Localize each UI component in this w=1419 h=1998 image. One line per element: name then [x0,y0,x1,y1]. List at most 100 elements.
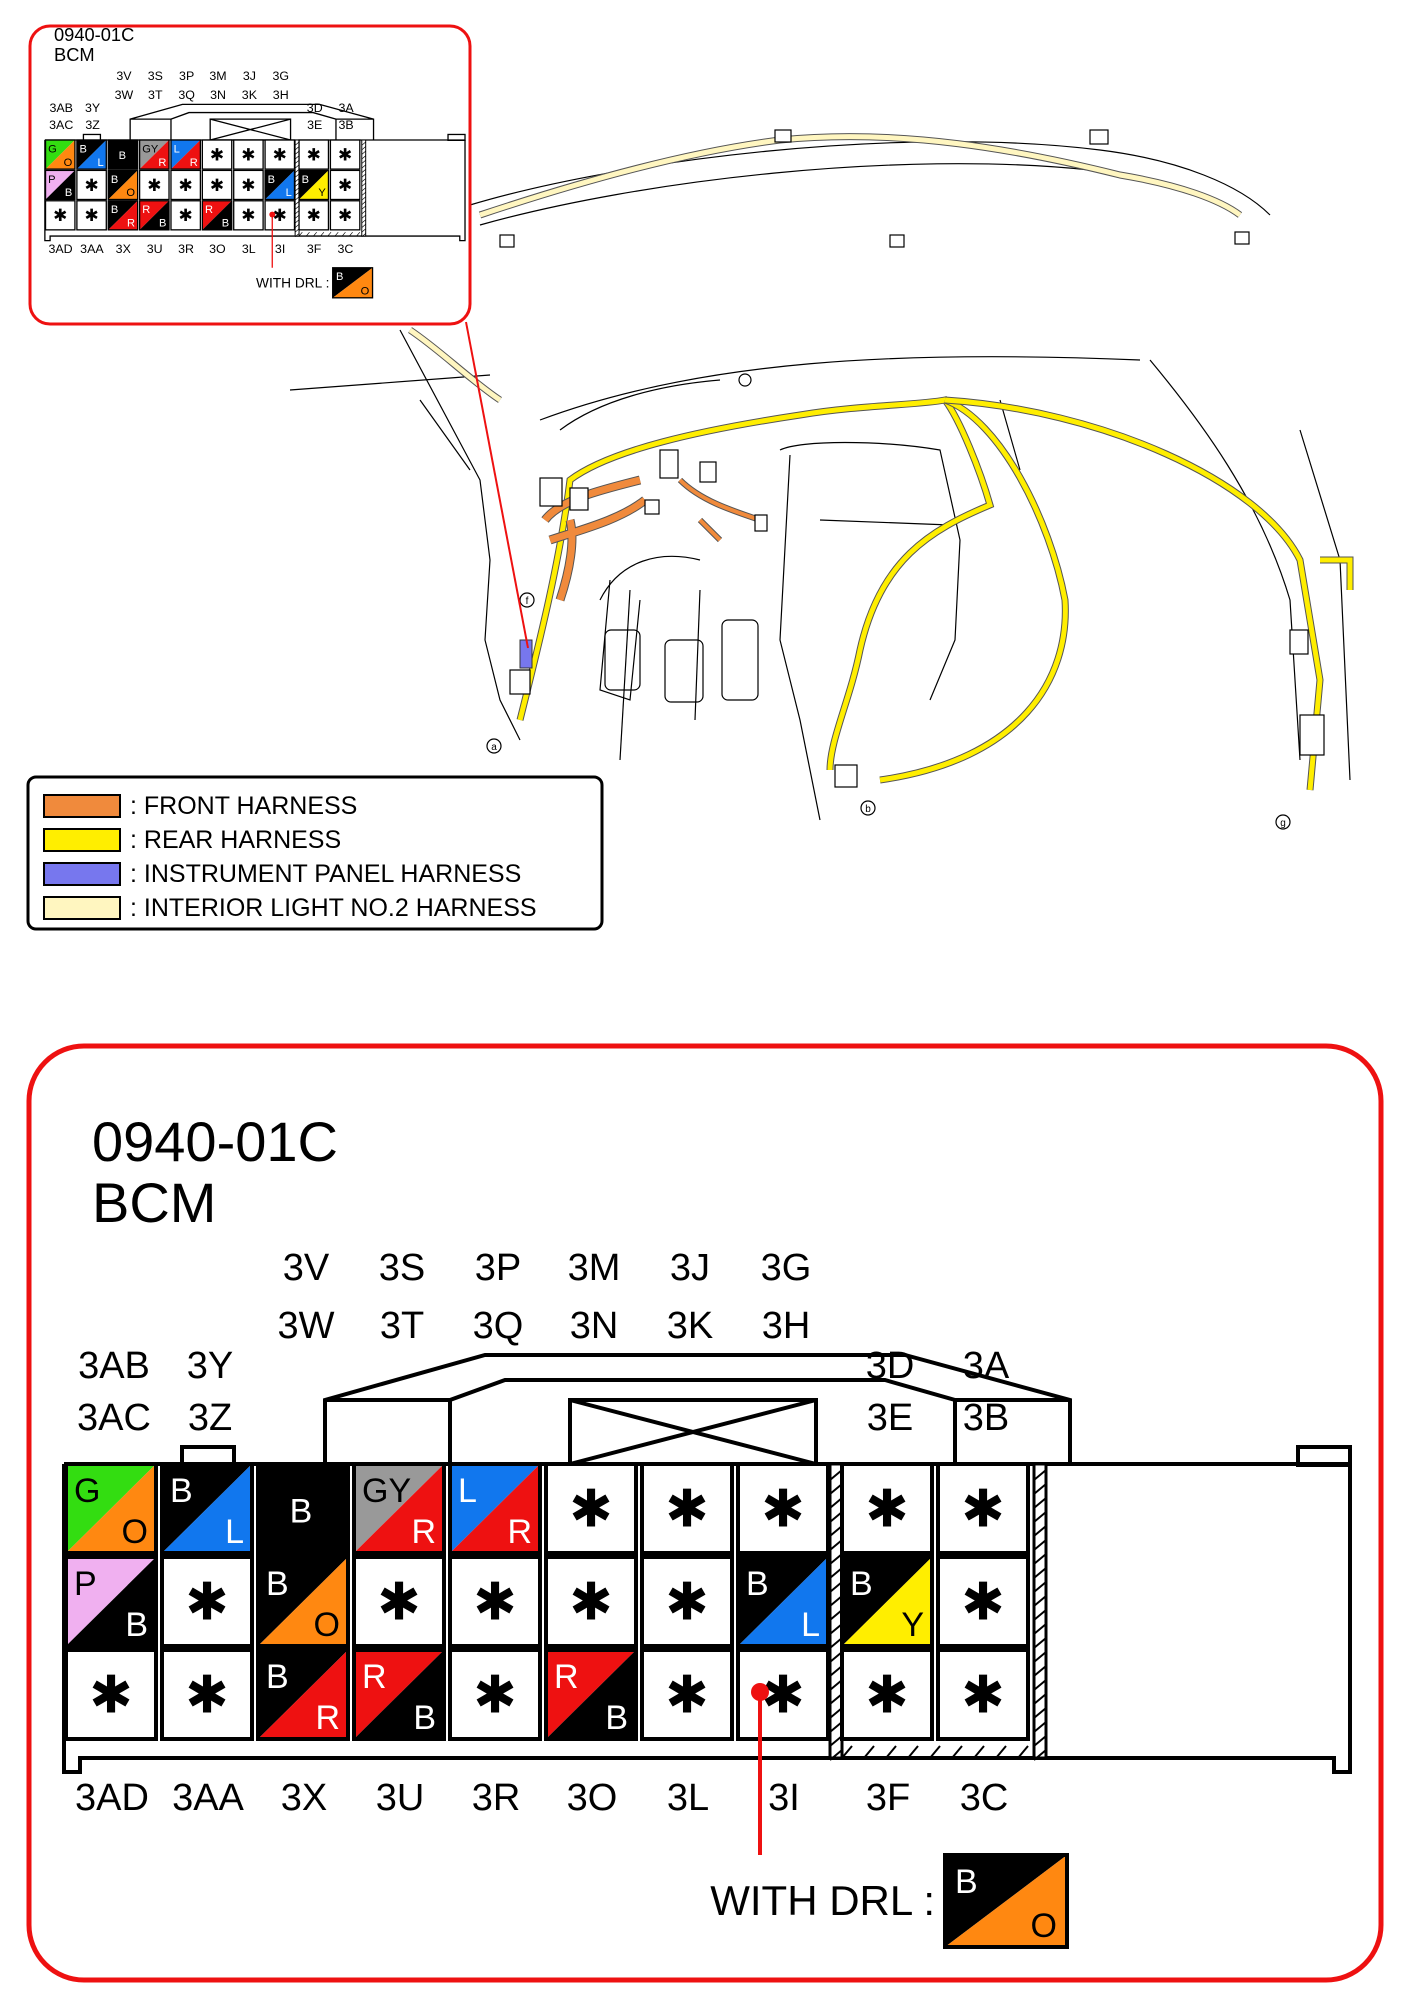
bottom-pin-label: 3I [768,1777,800,1819]
pin-cell-border [840,1555,934,1648]
unused-pin-mark: ✱ [665,1667,709,1725]
pin-cell-small: ✱ [201,169,233,201]
wire-color-code-small: O [64,157,73,169]
pin-color-secondary-small [299,170,329,200]
unused-pin-mark: ✱ [865,1481,909,1539]
pin-cell-empty [640,1555,734,1648]
unused-pin-mark-small: ✱ [84,206,98,225]
wire-color-code: P [74,1565,97,1603]
bottom-hatch [1017,1745,1029,1759]
right-hatch-small [361,224,366,228]
unused-pin-mark-small: ✱ [307,206,321,225]
legend-swatch [43,794,121,818]
unused-pin-mark: ✱ [473,1667,517,1725]
pin-cell: ✱ [448,1555,542,1648]
unused-pin-mark: ✱ [961,1574,1005,1632]
pin-cell-small: BO [107,169,139,201]
connector-housing-hood-inner-small [130,111,374,141]
pin-cell-empty [448,1648,542,1741]
right-hatch-small [361,219,366,224]
legend-swatch [43,828,121,852]
top-label-upper: 3J [670,1247,710,1289]
top-label-upper: 3P [475,1247,521,1289]
separator-hatch-small [294,150,300,155]
pin-cell-solid-small [107,139,139,170]
pin-cell-small: RB [201,200,233,231]
callout-g: g [1275,814,1291,830]
pin-cell-small: GO [44,139,76,170]
connector-frame-small [44,140,466,242]
pin-cell-border [64,1462,158,1555]
unused-pin-mark-small: ✱ [210,145,224,164]
pin-cell: ✱ [160,1648,254,1741]
pin-cell-small: ✱ [233,139,264,170]
unused-pin-mark-small: ✱ [241,176,255,195]
pin-cell-border-small [44,169,76,201]
unused-pin-mark: ✱ [185,1574,229,1632]
separator-hatch-small [294,233,300,237]
pin-cell-empty [352,1555,446,1648]
pin-color-secondary [842,1557,932,1646]
bottom-pin-label: 3AD [75,1777,149,1819]
right-hatch [1033,1679,1047,1691]
top-label-upper-small: 3V [116,69,132,83]
wire-color-code: L [801,1606,820,1644]
legend-label: : INTERIOR LIGHT NO.2 HARNESS [130,894,537,922]
wire-color-code: L [458,1472,477,1510]
bottom-pin-label-small: 3R [178,242,194,256]
pin-cell-border [352,1462,446,1555]
side-label-lower: 3AC [77,1397,151,1439]
svg-text:a: a [491,742,497,753]
wire-color-code: GY [362,1472,411,1510]
bottom-pin-label: 3X [281,1777,327,1819]
wire-color-code: B [850,1565,873,1603]
drl-swatch-border [943,1853,1069,1949]
separator-hatch-small [294,205,300,210]
pin-cell: ✱ [448,1648,542,1741]
wire-color-code-small: R [142,204,150,216]
legend-label: : INSTRUMENT PANEL HARNESS [130,860,521,888]
pin-cell: ✱ [352,1555,446,1648]
callout-a: a [486,738,502,754]
side-label-lower-small: 3B [338,118,353,132]
pin-cell-border [736,1555,830,1648]
wire-color-code-small: B [119,150,126,162]
bottom-pin-label-small: 3AA [80,242,104,256]
pin-cell-small: ✱ [298,200,330,231]
unused-pin-mark: ✱ [865,1667,909,1725]
unused-pin-mark: ✱ [665,1481,709,1539]
right-hatch [1033,1749,1047,1761]
pin-cell-border-small [298,169,330,201]
top-label-upper: 3V [283,1247,330,1289]
pin-cell-small: ✱ [329,200,361,231]
right-hatch-small [361,210,366,215]
wire-color-code: O [1031,1907,1057,1945]
connector-housing-hood-inner [325,1378,1070,1464]
pin-cell-empty [640,1462,734,1555]
top-label-upper: 3G [761,1247,812,1289]
pin-cell-small: ✱ [233,200,264,231]
top-label-lower: 3K [667,1305,713,1347]
bottom-pin-label-small: 3U [147,242,163,256]
connector-name-small: BCM [54,44,95,65]
pin-cell: ✱ [936,1555,1030,1648]
wire-color-code: G [74,1472,100,1510]
wire-color-code-small: R [205,204,213,216]
callout-b: b [860,800,876,816]
connector-housing-hood [323,1353,1072,1464]
bottom-hatch [951,1745,963,1759]
small-connector-content: 0940-01CBCM3V3W3S3T3P3Q3M3N3J3K3G3H3AB3A… [44,24,466,299]
pin-cell-small: ✱ [329,139,361,170]
pin-cell: BR [256,1648,350,1741]
right-hatch-small [361,228,366,233]
bottom-pin-label-small: 3C [338,242,354,256]
separator-hatch-small [294,219,300,224]
pin-color-secondary [354,1650,444,1739]
pin-cell: ✱ [736,1462,830,1555]
separator-hatch-small [294,164,300,169]
wire-color-code: B [746,1565,769,1603]
unused-pin-mark: ✱ [569,1481,613,1539]
top-label-lower-small: 3N [210,88,226,102]
legend-label: : FRONT HARNESS [130,792,357,820]
